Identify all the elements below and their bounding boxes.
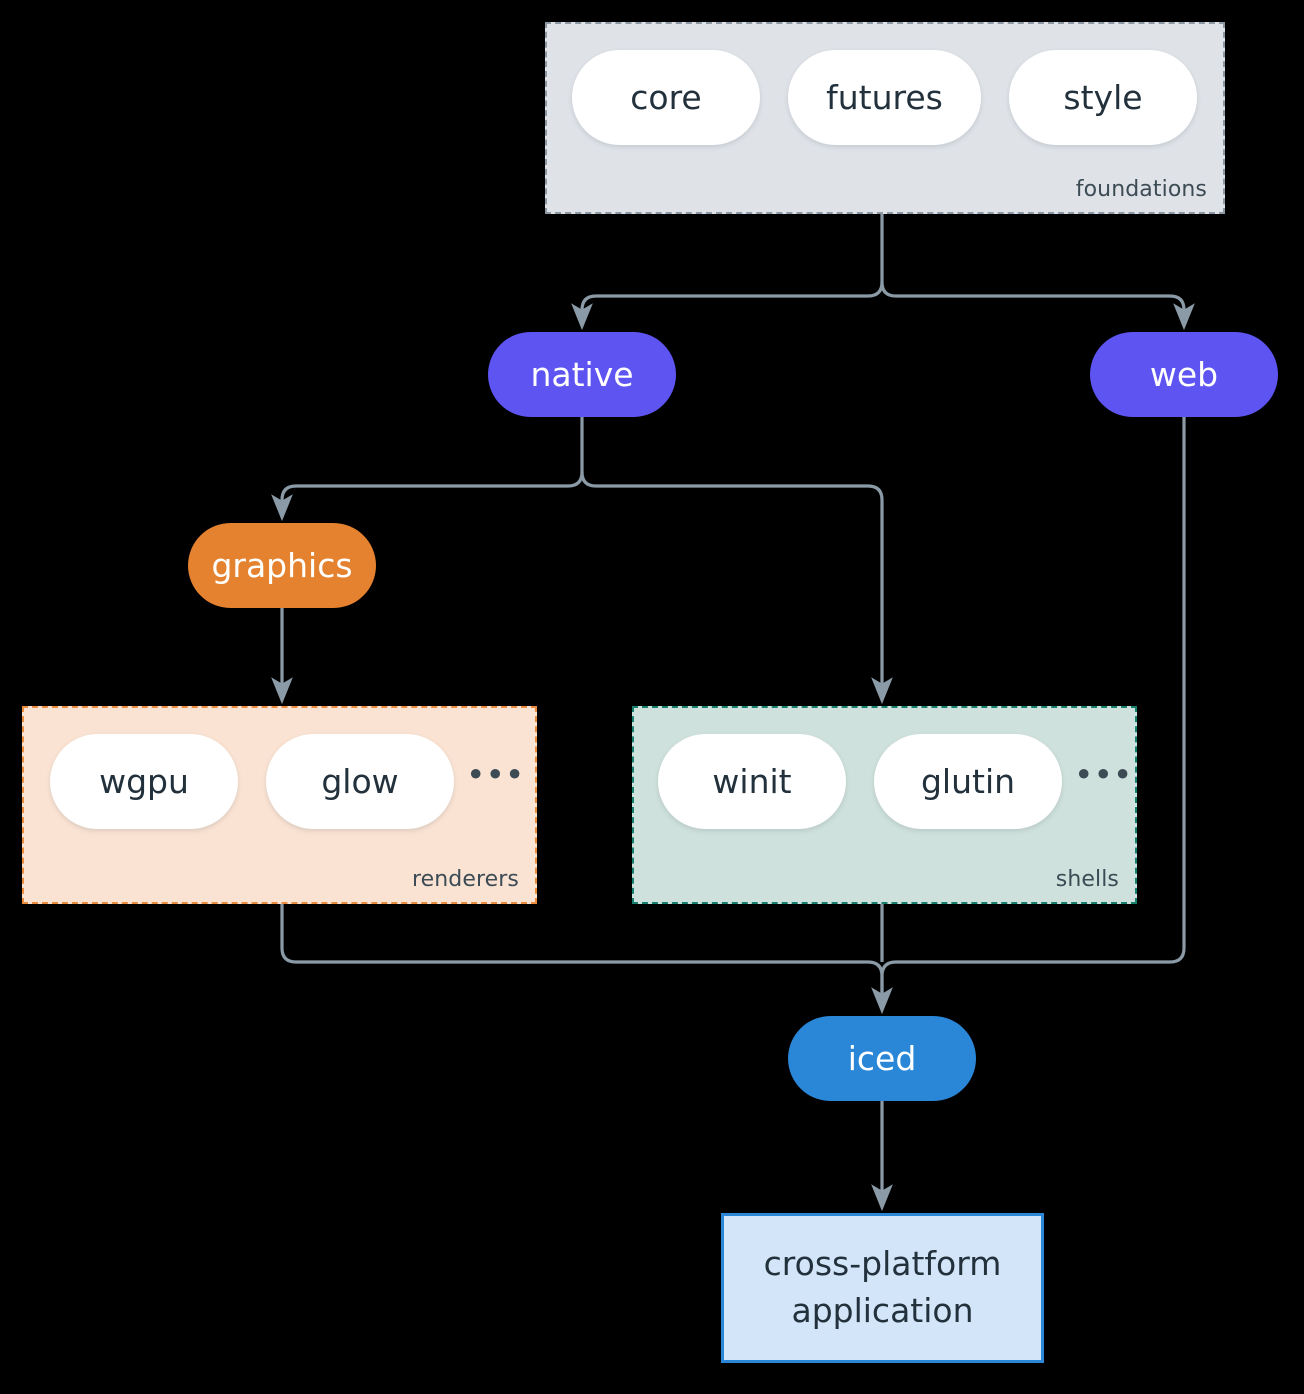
pill-glutin[interactable]: glutin (874, 734, 1062, 829)
pill-core[interactable]: core (572, 50, 760, 145)
pill-wgpu[interactable]: wgpu (50, 734, 238, 829)
edge-foundations-to-native (571, 281, 884, 331)
renderers-more-indicator: ••• (466, 754, 525, 794)
node-cross-platform-application[interactable]: cross-platform application (721, 1213, 1044, 1363)
group-label-foundations: foundations (1075, 177, 1207, 202)
node-iced[interactable]: iced (788, 1016, 976, 1101)
edge-native-to-shells (580, 471, 893, 705)
edge-foundations-to-web (880, 281, 1195, 331)
edge-merge-left-curve (867, 960, 884, 1002)
pill-winit[interactable]: winit (658, 734, 846, 829)
group-shells: winit glutin ••• shells (632, 706, 1137, 904)
group-label-renderers: renderers (411, 867, 519, 892)
foundations-pill-row: core futures style (572, 50, 1197, 145)
pill-futures[interactable]: futures (788, 50, 981, 145)
group-foundations: core futures style foundations (545, 22, 1225, 214)
edge-merge-to-iced (871, 960, 897, 1015)
pill-style[interactable]: style (1009, 50, 1197, 145)
shells-more-indicator: ••• (1074, 754, 1133, 794)
renderers-pill-row: wgpu glow ••• (50, 734, 528, 829)
node-web[interactable]: web (1090, 332, 1278, 417)
group-renderers: wgpu glow ••• renderers (22, 706, 537, 904)
shells-pill-row: winit glutin ••• (658, 734, 1136, 829)
edge-native-to-graphics (271, 471, 584, 522)
application-line-2: application (791, 1291, 974, 1330)
application-line-1: cross-platform (763, 1244, 1002, 1284)
pill-glow[interactable]: glow (266, 734, 454, 829)
node-native[interactable]: native (488, 332, 676, 417)
group-label-shells: shells (1055, 867, 1119, 892)
node-graphics[interactable]: graphics (188, 523, 376, 608)
edge-renderers-to-iced (280, 904, 868, 964)
